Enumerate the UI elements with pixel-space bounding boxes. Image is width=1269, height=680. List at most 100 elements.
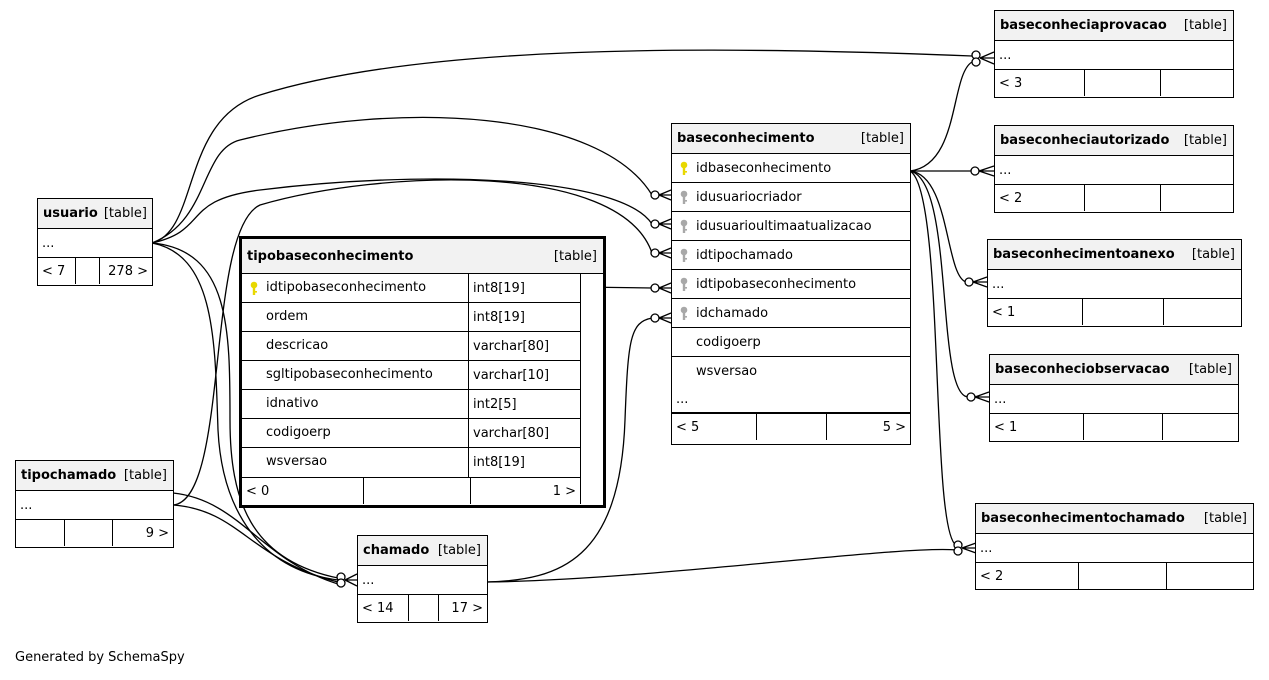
footer-right[interactable] — [1160, 185, 1233, 211]
crowfoot — [974, 391, 990, 403]
footer-right[interactable] — [1166, 563, 1253, 589]
footer-left[interactable]: < 7 — [42, 263, 66, 279]
column-name: idtipobaseconhecimento — [696, 276, 857, 292]
primary-key-icon — [242, 281, 266, 296]
crowfoot — [961, 542, 977, 554]
footer-mid — [756, 414, 826, 440]
edge-usuario-baseconheciaprovacao — [151, 49, 973, 244]
footer-right[interactable] — [1162, 414, 1238, 440]
column-row-idusuariocriador[interactable]: idusuariocriador — [672, 183, 910, 212]
edge-usuario-idusuarioultimaatualizacao — [151, 178, 653, 244]
ellipsis-row: ... — [362, 572, 375, 588]
crowfoot — [658, 282, 672, 294]
table-tag: [table] — [1203, 511, 1247, 526]
ellipsis-row: ... — [999, 162, 1012, 178]
column-row-codigoerp[interactable]: codigoerp — [672, 328, 910, 357]
column-row-idbaseconhecimento[interactable]: idbaseconhecimento — [672, 154, 910, 183]
marker-circle — [650, 313, 660, 323]
primary-key-icon — [672, 161, 696, 176]
column-type: varchar[10] — [473, 367, 550, 383]
footer-left[interactable]: < 3 — [999, 75, 1023, 91]
crowfoot — [344, 573, 358, 587]
footer-mid — [363, 478, 470, 504]
column-row-wsversao[interactable]: wsversao — [672, 357, 910, 386]
table-baseconhecimentochamado[interactable]: baseconhecimentochamado[table] ... < 2 — [975, 503, 1254, 590]
column-type: int8[19] — [473, 455, 525, 470]
column-name: idusuarioultimaatualizacao — [696, 218, 872, 234]
column-row-idchamado[interactable]: idchamado — [672, 299, 910, 328]
crowfoot — [658, 312, 672, 324]
table-baseconhecimento[interactable]: baseconhecimento [table] idbaseconhecimen… — [671, 123, 911, 445]
column-row-idusuarioultimaatualizacao[interactable]: idusuarioultimaatualizacao — [672, 212, 910, 241]
crowfoot — [979, 51, 995, 65]
table-footer: < 2 — [976, 563, 1253, 589]
marker-circle — [971, 57, 981, 67]
table-chamado[interactable]: chamado[table] ... < 14 17 > — [357, 535, 488, 623]
footer-left[interactable]: < 1 — [994, 419, 1018, 435]
footer-left[interactable]: < 1 — [992, 304, 1016, 320]
footer-mid — [1078, 563, 1166, 589]
ellipsis-row: ... — [992, 276, 1005, 292]
column-row-idtipobaseconhecimento[interactable]: idtipobaseconhecimento — [672, 270, 910, 299]
footer-right[interactable]: 1 > — [470, 478, 580, 504]
footer-mid — [408, 595, 438, 621]
column-name: sgltipobaseconhecimento — [266, 361, 469, 389]
footer-left[interactable]: < 2 — [980, 568, 1004, 584]
column-row-idtipochamado[interactable]: idtipochamado — [672, 241, 910, 270]
footer-right[interactable]: 5 > — [826, 414, 910, 440]
column-name: idtipobaseconhecimento — [266, 274, 469, 302]
table-tipochamado[interactable]: tipochamado[table] ... 9 > — [15, 460, 174, 548]
footer-right[interactable]: 9 > — [112, 520, 173, 546]
table-baseconheciobservacao[interactable]: baseconheciobservacao[table] ... < 1 — [989, 354, 1239, 442]
column-name: idusuariocriador — [696, 189, 802, 205]
table-tag: [table] — [860, 131, 904, 146]
table-footer: < 5 5 > — [672, 413, 910, 440]
footer-mid — [64, 520, 112, 546]
table-footer: < 0 1 > — [242, 477, 580, 504]
foreign-key-icon — [672, 190, 696, 205]
table-name: tipobaseconhecimento — [247, 248, 414, 264]
marker-circle — [953, 546, 963, 556]
ellipsis-row: ... — [999, 47, 1012, 63]
footer-left[interactable]: < 14 — [362, 600, 394, 616]
footer-right[interactable] — [1163, 299, 1241, 325]
footer-left[interactable]: < 2 — [999, 190, 1023, 206]
column-name: idtipochamado — [696, 247, 793, 263]
table-name: baseconhecimento — [677, 131, 815, 146]
table-footer: < 1 — [988, 299, 1241, 325]
marker-circle — [650, 283, 660, 293]
footer-left[interactable] — [16, 520, 64, 546]
table-footer: < 7 278 > — [38, 258, 152, 284]
table-tipobaseconhecimento[interactable]: tipobaseconhecimento[table] idtipobaseco… — [239, 236, 606, 508]
ellipsis-row: ... — [676, 391, 689, 407]
column-name: codigoerp — [266, 419, 469, 447]
table-name: baseconheciautorizado — [1000, 133, 1170, 148]
column-name: idnativo — [266, 390, 469, 418]
edge-chamado-baseconhecimentochamado — [486, 548, 957, 583]
footer-left[interactable]: < 5 — [676, 419, 700, 435]
table-name: usuario — [43, 206, 98, 221]
column-name: descricao — [266, 332, 469, 360]
column-type: varchar[80] — [473, 338, 550, 354]
table-name: baseconheciaprovacao — [1000, 18, 1167, 33]
marker-circle — [650, 219, 660, 229]
marker-circle — [964, 277, 974, 287]
table-usuario[interactable]: usuario[table] ... < 7 278 > — [37, 198, 153, 286]
table-baseconheciautorizado[interactable]: baseconheciautorizado[table] ... < 2 — [994, 125, 1234, 213]
footer-right[interactable]: 17 > — [438, 595, 487, 621]
footer-right[interactable]: 278 > — [99, 258, 152, 284]
column-type: int8[19] — [473, 280, 525, 296]
footer-left[interactable]: < 0 — [246, 483, 270, 499]
table-baseconheciaprovacao[interactable]: baseconheciaprovacao[table] ... < 3 — [994, 10, 1234, 98]
foreign-key-icon — [672, 277, 696, 292]
table-baseconhecimentoanexo[interactable]: baseconhecimentoanexo[table] ... < 1 — [987, 239, 1242, 327]
footer-right[interactable] — [1160, 70, 1233, 96]
